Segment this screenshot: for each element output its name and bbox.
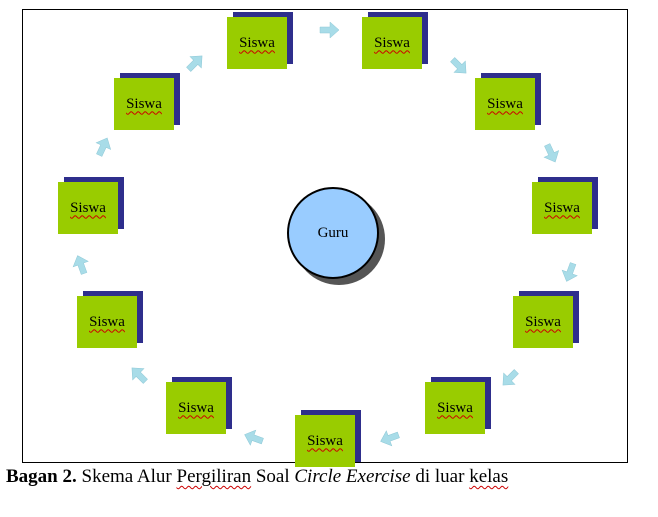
flow-arrow: [131, 367, 148, 384]
caption-number: Bagan 2.: [6, 466, 77, 487]
node-label: Siswa: [239, 34, 275, 51]
node-label: Siswa: [437, 399, 473, 416]
student-node: Siswa: [114, 73, 180, 130]
teacher-label: Guru: [317, 225, 349, 241]
caption-method: Circle Exercise: [294, 466, 411, 487]
flow-arrow: [95, 137, 112, 157]
node-label: Siswa: [126, 95, 162, 112]
node-label: Siswa: [544, 199, 580, 216]
flow-arrow: [543, 143, 560, 163]
node-label: Siswa: [89, 313, 125, 330]
node-label: Siswa: [487, 95, 523, 112]
flow-arrow: [72, 255, 89, 275]
flow-arrow: [450, 57, 467, 74]
flow-arrow: [561, 262, 578, 282]
node-label: Siswa: [525, 313, 561, 330]
student-node: Siswa: [532, 177, 598, 234]
flow-arrow: [244, 429, 264, 446]
flow-arrow: [186, 55, 203, 72]
student-node: Siswa: [475, 73, 541, 130]
student-node: Siswa: [227, 12, 293, 69]
node-label: Siswa: [374, 34, 410, 51]
node-label: Siswa: [70, 199, 106, 216]
node-label: Siswa: [307, 432, 343, 449]
flow-arrow: [380, 430, 400, 447]
teacher-node: Guru: [287, 187, 385, 285]
flow-arrow: [502, 369, 519, 386]
student-node: Siswa: [425, 377, 491, 434]
flow-arrow: [319, 21, 340, 39]
student-node: Siswa: [166, 377, 232, 434]
student-node: Siswa: [295, 410, 361, 467]
node-label: Siswa: [178, 399, 214, 416]
student-node: Siswa: [362, 12, 428, 69]
student-node: Siswa: [58, 177, 124, 234]
student-node: Siswa: [513, 291, 579, 348]
figure-caption: Bagan 2. Skema Alur Pergiliran Soal Circ…: [6, 466, 509, 487]
student-node: Siswa: [77, 291, 143, 348]
